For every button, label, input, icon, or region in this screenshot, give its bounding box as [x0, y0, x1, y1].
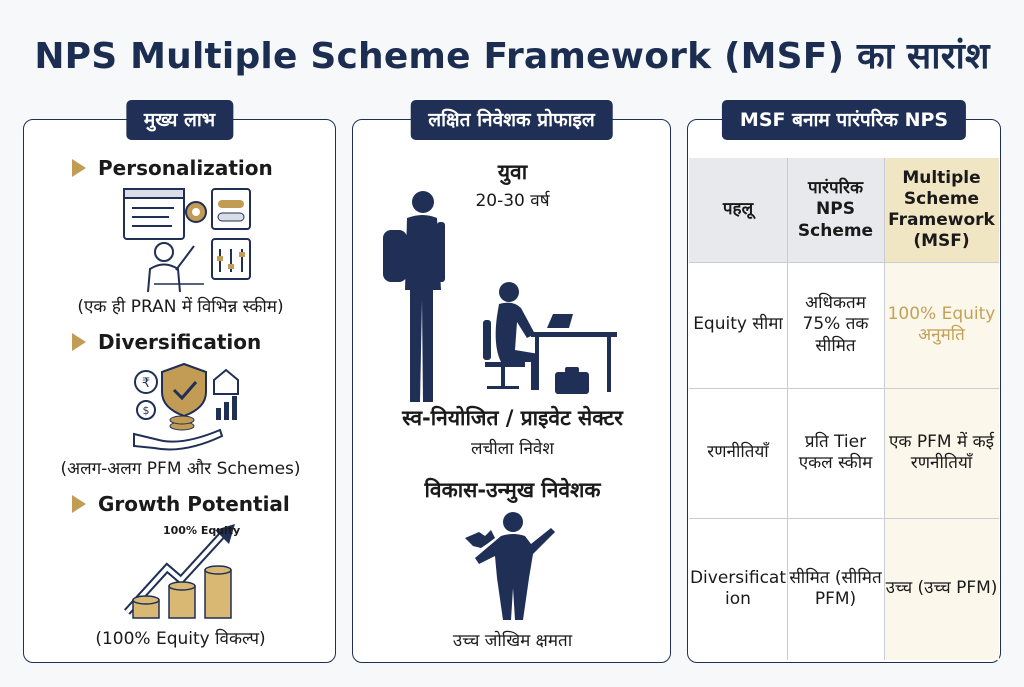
table-header-aspect: पहलू: [689, 158, 787, 262]
self-employed-title: स्व-नियोजित / प्राइवेट सेक्टर: [402, 406, 623, 430]
arrow-icon: [72, 495, 86, 513]
arrow-icon: [72, 333, 86, 351]
benefits-panel: मुख्य लाभ Personalization (एक ही PRAN मे…: [23, 100, 336, 663]
comparison-table: पहलू पारंपरिक NPS Scheme Multiple Scheme…: [689, 158, 999, 660]
growth-investor-title: विकास-उन्मुख निवेशक: [424, 478, 601, 502]
profiles-header: लक्षित निवेशक प्रोफाइल: [410, 100, 613, 140]
benefit-subtitle-personalization: (एक ही PRAN में विभिन्न स्कीम): [77, 297, 284, 317]
table-cell-msf: उच्च (उच्च PFM): [884, 518, 999, 660]
benefit-title-personalization: Personalization: [72, 156, 273, 180]
benefit-title-diversification: Diversification: [72, 330, 261, 354]
diversification-illustration: ₹ $: [133, 362, 239, 451]
table-cell-traditional: प्रति Tier एकल स्कीम: [798, 431, 873, 473]
table-cell-traditional: अधिकतम 75% तक सीमित: [802, 293, 869, 356]
table-cell-aspect: Equity सीमा: [693, 314, 783, 335]
benefits-header: मुख्य लाभ: [125, 100, 234, 140]
table-divider: [689, 518, 999, 519]
svg-text:₹: ₹: [142, 376, 150, 391]
arrow-icon: [72, 159, 86, 177]
table-divider: [787, 158, 788, 660]
desk-worker-silhouette: [483, 282, 617, 394]
benefit-subtitle-diversification: (अलग-अलग PFM और Schemes): [60, 459, 301, 479]
youth-title: युवा: [497, 160, 528, 184]
comparison-header: MSF बनाम पारंपरिक NPS: [721, 100, 967, 140]
table-divider: [689, 262, 999, 263]
self-employed-subtitle: लचीला निवेश: [471, 439, 554, 459]
growth-chart-illustration: 100% Equity: [124, 524, 240, 619]
table-divider: [884, 158, 885, 660]
benefit-subtitle-growth: (100% Equity विकल्प): [95, 629, 266, 649]
investor-silhouette: [465, 512, 555, 620]
table-cell-msf: एक PFM में कई रणनीतियाँ: [884, 388, 999, 518]
profiles-panel: लक्षित निवेशक प्रोफाइल युवा 20-30 वर्ष स…: [352, 100, 671, 663]
table-cell-aspect: Diversification: [689, 567, 787, 609]
table-cell-aspect: रणनीतियाँ: [707, 442, 769, 463]
table-header-msf: Multiple Scheme Framework (MSF): [884, 158, 999, 262]
page-title: NPS Multiple Scheme Framework (MSF) का स…: [34, 36, 990, 77]
student-silhouette: [383, 191, 445, 402]
youth-age: 20-30 वर्ष: [475, 191, 550, 211]
svg-text:$: $: [143, 404, 150, 417]
growth-chart-label: 100% Equity: [163, 524, 240, 537]
growth-investor-subtitle: उच्च जोखिम क्षमता: [452, 631, 573, 651]
benefit-title-growth: Growth Potential: [72, 492, 290, 516]
personalization-illustration: [123, 188, 251, 293]
comparison-panel: MSF बनाम पारंपरिक NPS पहलू पारंपरिक NPS …: [687, 100, 1001, 663]
table-cell-msf: 100% Equity अनुमति: [884, 262, 999, 388]
table-cell-traditional: सीमित (सीमित PFM): [789, 567, 882, 609]
table-divider: [689, 388, 999, 389]
table-header-traditional: पारंपरिक NPS Scheme: [787, 158, 884, 262]
